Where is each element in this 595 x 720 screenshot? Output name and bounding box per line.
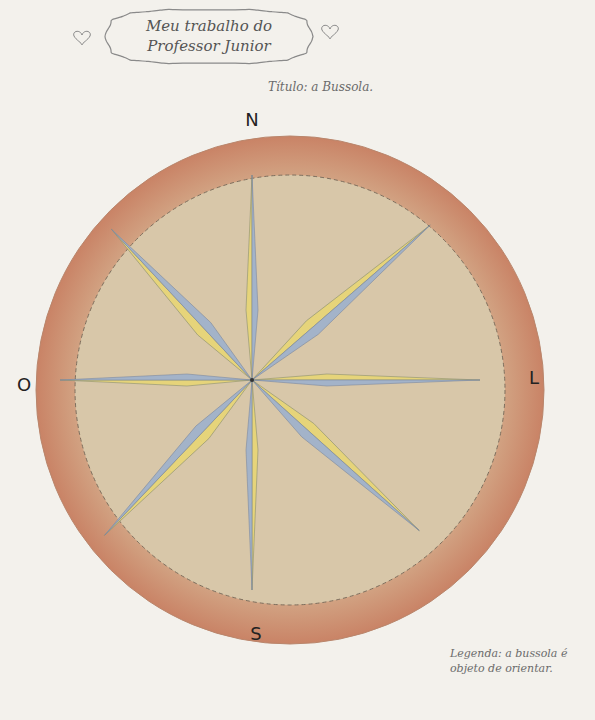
outer-ring bbox=[36, 136, 544, 644]
direction-letter: N bbox=[245, 107, 258, 132]
southeast-point bbox=[246, 373, 425, 537]
southwest-point bbox=[98, 374, 258, 542]
heart-symbol bbox=[74, 31, 91, 45]
note: Legenda: a bussola é objeto de orientar. bbox=[450, 646, 585, 677]
east-point bbox=[252, 374, 480, 386]
heart-symbol bbox=[322, 25, 339, 39]
compass-rose bbox=[60, 175, 480, 590]
north-point bbox=[246, 175, 258, 380]
northeast-point bbox=[246, 218, 436, 386]
node-text: Meu trabalho do Professor Junior bbox=[124, 16, 294, 57]
northwest-point bbox=[105, 223, 259, 386]
direction-letter: O bbox=[17, 372, 31, 397]
direction-letter: S bbox=[250, 621, 261, 646]
title: Título: a Bussola. bbox=[268, 80, 373, 94]
west-point bbox=[60, 374, 252, 386]
direction-letter: L bbox=[529, 365, 539, 390]
cloud-box: Meu trabalho do Professor Junior bbox=[102, 6, 316, 67]
center-dot bbox=[250, 378, 254, 382]
cloud-outline bbox=[102, 6, 316, 67]
inner-disc bbox=[75, 175, 505, 605]
cloud-border bbox=[105, 9, 313, 63]
south-point bbox=[246, 380, 258, 590]
